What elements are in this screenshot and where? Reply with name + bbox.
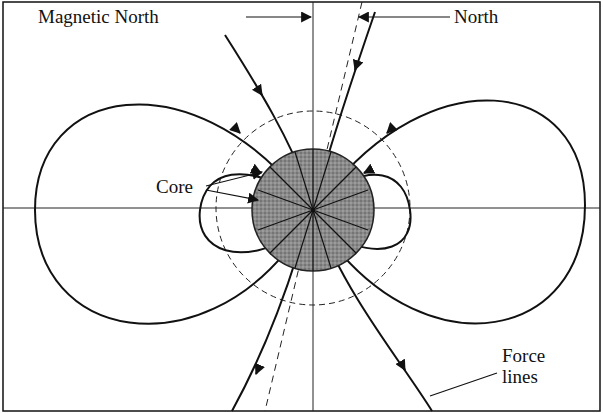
- leader-line: [430, 373, 497, 396]
- leader-lines: [206, 17, 497, 396]
- part-label: Core: [154, 176, 195, 197]
- magnetic-axis: [313, 2, 314, 411]
- leader-line: [206, 172, 262, 186]
- part-label: Force lines: [500, 345, 547, 387]
- core: [252, 149, 374, 271]
- core-field-lines: [258, 149, 368, 271]
- axis-label: North: [452, 6, 500, 27]
- field-lines: [35, 12, 585, 411]
- leader-line: [359, 16, 450, 17]
- axis-label: Magnetic North: [36, 6, 161, 27]
- leader-line: [246, 16, 311, 17]
- leader-line: [206, 190, 258, 200]
- field-arrows: [235, 64, 405, 374]
- frame: [3, 2, 600, 411]
